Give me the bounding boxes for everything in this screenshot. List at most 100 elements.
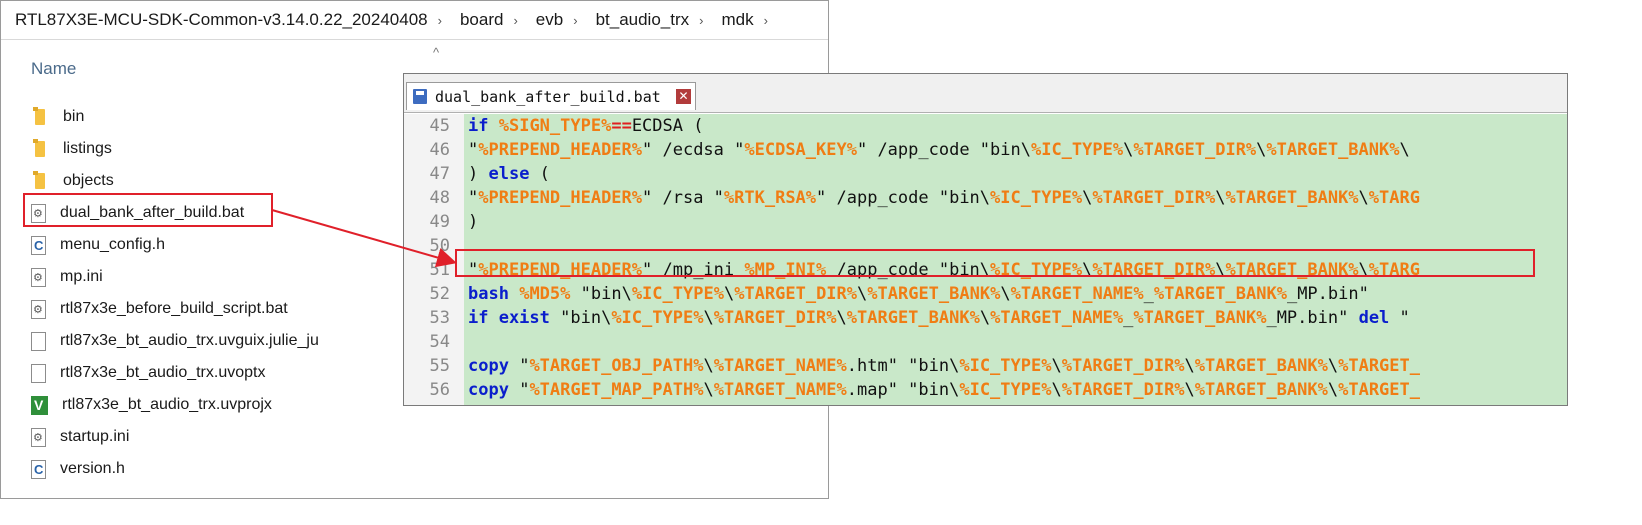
line-number: 53 <box>429 308 450 328</box>
file-row[interactable]: rtl87x3e_before_build_script.bat <box>31 293 319 325</box>
code-variable: %TARGET_NAME% <box>1010 284 1144 304</box>
chevron-right-icon[interactable]: › <box>513 12 518 28</box>
code-line: 47) else ( <box>404 162 1567 186</box>
code-operator: == <box>611 116 632 136</box>
file-row[interactable]: mp.ini <box>31 261 319 293</box>
code-keyword: copy <box>468 356 509 376</box>
code-token: \ <box>1215 188 1226 208</box>
chevron-right-icon[interactable]: › <box>573 12 578 28</box>
folder-icon <box>31 171 49 191</box>
code-keyword: if exist <box>468 308 550 328</box>
file-name: rtl87x3e_bt_audio_trx.uvprojx <box>62 396 272 413</box>
code-token: .map" "bin\ <box>846 380 960 400</box>
file-row[interactable]: dual_bank_after_build.bat <box>31 197 319 229</box>
code-token: _MP.bin" <box>1286 284 1369 304</box>
code-variable: %TARGET_DIR% <box>713 308 837 328</box>
file-row[interactable]: listings <box>31 133 319 165</box>
code-keyword: if <box>468 116 489 136</box>
file-row[interactable]: startup.ini <box>31 421 319 453</box>
tab-title: dual_bank_after_build.bat <box>435 87 661 106</box>
chevron-right-icon[interactable]: › <box>437 12 442 28</box>
code-variable: %TARGET_BANK% <box>846 308 980 328</box>
tab-dual-bank-after-build[interactable]: dual_bank_after_build.bat ✕ <box>406 82 696 110</box>
file-name: bin <box>63 108 85 125</box>
code-token: _MP.bin" <box>1266 308 1359 328</box>
code-variable: %TARGET_DIR% <box>1061 380 1185 400</box>
code-text: if exist "bin\%IC_TYPE%\%TARGET_DIR%\%TA… <box>468 306 1410 330</box>
code-text: "%PREPEND_HEADER%" /rsa "%RTK_RSA%" /app… <box>468 186 1420 210</box>
code-token: " <box>468 140 479 160</box>
code-token: \ <box>1327 356 1339 376</box>
file-row[interactable]: bin <box>31 101 319 133</box>
code-token: ) <box>468 212 479 232</box>
line-number: 48 <box>429 188 450 208</box>
code-variable: %RTK_RSA% <box>723 188 817 208</box>
code-variable: %ECDSA_KEY% <box>744 140 857 160</box>
code-token: \ <box>723 284 735 304</box>
code-variable: %IC_TYPE% <box>631 284 724 304</box>
file-name: objects <box>63 172 114 189</box>
code-token: \ <box>1358 188 1369 208</box>
code-variable: %TARGET_BANK% <box>1153 284 1287 304</box>
code-variable: %TARGET_DIR% <box>1092 188 1216 208</box>
code-variable: %TARGET_ <box>1338 356 1420 376</box>
code-token: _ <box>1123 308 1134 328</box>
line-number: 54 <box>429 332 450 352</box>
file-row[interactable]: objects <box>31 165 319 197</box>
chevron-right-icon[interactable]: › <box>763 12 768 28</box>
code-line: 53 if exist "bin\%IC_TYPE%\%TARGET_DIR%\%… <box>404 306 1567 330</box>
close-icon[interactable]: ✕ <box>676 89 691 104</box>
code-token: " /app_code "bin\ <box>816 188 991 208</box>
file-icon <box>31 331 46 351</box>
code-line: 46"%PREPEND_HEADER%" /ecdsa "%ECDSA_KEY%… <box>404 138 1567 162</box>
code-line: 54 <box>404 330 1567 354</box>
code-variable: %TARGET_DIR% <box>734 284 858 304</box>
file-row[interactable]: rtl87x3e_bt_audio_trx.uvguix.julie_ju <box>31 325 319 357</box>
code-token: " <box>508 380 530 400</box>
code-token: \ <box>1082 188 1093 208</box>
code-token: \ <box>703 380 714 400</box>
code-variable: %MD5% <box>519 284 571 304</box>
breadcrumb-item-bt-audio-trx[interactable]: bt_audio_trx <box>595 10 690 29</box>
code-token: " <box>468 188 479 208</box>
file-row[interactable]: version.h <box>31 453 319 485</box>
breadcrumb-item-evb[interactable]: evb <box>535 10 564 29</box>
code-token: \ <box>1184 380 1195 400</box>
file-row[interactable]: rtl87x3e_bt_audio_trx.uvprojx <box>31 389 319 421</box>
code-token: " <box>468 260 479 280</box>
file-row[interactable]: rtl87x3e_bt_audio_trx.uvoptx <box>31 357 319 389</box>
breadcrumb-item-mdk[interactable]: mdk <box>721 10 754 29</box>
sort-ascending-icon[interactable]: ^ <box>433 45 440 60</box>
line-number: 45 <box>429 116 450 136</box>
c-header-icon <box>31 235 46 255</box>
file-name: startup.ini <box>60 428 130 445</box>
file-name: rtl87x3e_bt_audio_trx.uvguix.julie_ju <box>60 332 319 349</box>
code-keyword: else <box>488 164 530 184</box>
chevron-right-icon[interactable]: › <box>699 12 704 28</box>
breadcrumb-item-board[interactable]: board <box>459 10 504 29</box>
code-variable: %TARGET_MAP_PATH% <box>529 380 704 400</box>
file-name: rtl87x3e_before_build_script.bat <box>60 300 288 317</box>
file-row[interactable]: menu_config.h <box>31 229 319 261</box>
line-number: 52 <box>429 284 450 304</box>
code-token: \ <box>703 356 714 376</box>
code-variable: %SIGN_TYPE% <box>498 116 612 136</box>
column-header-name[interactable]: Name <box>31 59 77 78</box>
file-icon <box>31 363 46 383</box>
code-variable: %TARGET_BANK% <box>1194 356 1328 376</box>
code-token: " /ecdsa " <box>642 140 745 160</box>
code-variable: %TARGET_BANK% <box>1266 140 1400 160</box>
breadcrumb-item-sdk[interactable]: RTL87X3E-MCU-SDK-Common-v3.14.0.22_20240… <box>15 10 428 29</box>
line-number: 47 <box>429 164 450 184</box>
code-token: ) <box>468 164 489 184</box>
code-variable: %IC_TYPE% <box>611 308 704 328</box>
bat-file-icon <box>31 299 46 319</box>
code-variable: %PREPEND_HEADER% <box>478 140 643 160</box>
code-token: \ <box>1184 356 1195 376</box>
code-token: \ <box>1399 140 1410 160</box>
code-token: \ <box>1000 284 1011 304</box>
